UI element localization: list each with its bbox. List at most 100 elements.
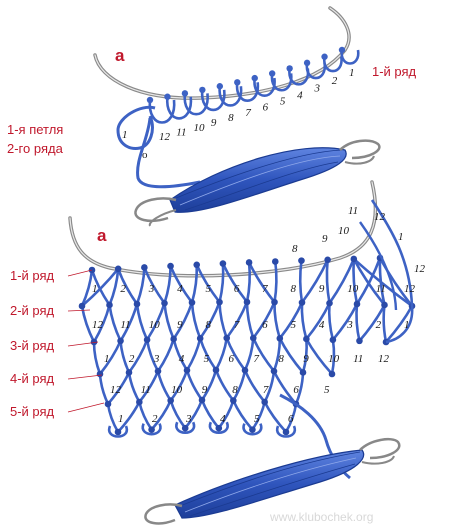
mesh-cell-number: 6 <box>262 319 268 331</box>
mesh-cell-number: 7 <box>253 353 259 365</box>
mesh-knot <box>148 426 155 433</box>
mesh-knot <box>219 260 227 267</box>
mesh-knot <box>193 261 201 269</box>
top-label-a: а <box>115 46 125 65</box>
mesh-cell-number: 2 <box>129 353 135 365</box>
mesh-strand <box>327 303 335 341</box>
mesh-cell-number: 1 <box>404 319 410 331</box>
mesh-cell-number: 8 <box>205 319 211 331</box>
mesh-knot <box>353 300 361 308</box>
mesh-strand <box>263 401 287 433</box>
top-loop-number: 2 <box>332 75 338 87</box>
mesh-knot <box>249 334 257 342</box>
mesh-strand <box>190 302 202 339</box>
row-label-5: 5-й ряд <box>10 404 55 419</box>
mesh-knot <box>167 397 174 404</box>
mesh-strand <box>278 302 304 340</box>
mesh-cell-number: 7 <box>262 283 268 295</box>
mesh-knot <box>298 299 306 306</box>
top-loop-number: 1 <box>349 67 355 79</box>
mesh-knot <box>161 299 168 307</box>
top-loop <box>218 86 243 107</box>
top-loop-knot <box>164 93 171 100</box>
mesh-strand <box>245 262 252 303</box>
mesh-knot <box>117 337 124 345</box>
top-loop <box>166 96 193 120</box>
mesh-knot <box>198 396 206 404</box>
mesh-knot <box>141 264 148 271</box>
mesh-knot <box>241 367 249 374</box>
mesh-strand <box>156 370 172 402</box>
top-marker-1: 1 <box>122 129 128 141</box>
mesh-strand <box>218 302 228 339</box>
top-working-thread <box>136 117 201 189</box>
row-label-4: 4-й ряд <box>10 371 55 386</box>
mesh-strand <box>352 258 386 306</box>
mesh-strand <box>98 373 110 405</box>
mesh-cell-number: 10 <box>328 353 340 365</box>
mesh-cell-number: 10 <box>347 283 359 295</box>
mesh-cell-number: 2 <box>376 319 382 331</box>
mesh-edge-number: 12 <box>414 263 426 275</box>
mesh-bottom-loop <box>175 421 196 434</box>
mesh-cell-number: 8 <box>291 283 297 295</box>
mesh-cell-number: 6 <box>293 384 299 396</box>
mesh-knot <box>181 424 189 432</box>
mesh-edge-number: 9 <box>322 233 328 245</box>
mesh-cell-number: 2 <box>152 413 158 425</box>
mesh-cell-number: 4 <box>177 283 183 295</box>
top-loop-number: 4 <box>297 89 303 101</box>
mesh-edge-number: 11 <box>348 205 358 217</box>
mesh-edge-strand <box>359 221 398 311</box>
top-loop <box>183 93 209 116</box>
mesh-strand <box>138 401 153 431</box>
mesh-knot <box>133 300 141 308</box>
mesh-cell-number: 2 <box>120 283 126 295</box>
mesh-strand <box>273 302 282 339</box>
mesh-strand <box>352 258 359 305</box>
mesh-knot <box>299 369 307 376</box>
mesh-strand <box>214 369 235 402</box>
mesh-cell-number: 3 <box>153 353 160 365</box>
mesh-knot <box>143 336 151 344</box>
mesh-edge-number: 10 <box>338 225 350 237</box>
mesh-cell-number: 11 <box>141 384 151 396</box>
mesh-strand <box>300 302 308 340</box>
top-loop <box>305 62 326 80</box>
mesh-knot <box>114 265 122 273</box>
mesh-strand <box>245 301 255 339</box>
mesh-knot <box>212 366 220 374</box>
mesh-knot <box>381 301 388 309</box>
mesh-strand <box>243 369 266 403</box>
mesh-cell-number: 6 <box>229 353 235 365</box>
mesh-strand <box>385 305 414 343</box>
mesh-knot <box>106 301 113 309</box>
top-loop-knot <box>268 70 276 77</box>
mesh-cell-number: 12 <box>92 319 104 331</box>
top-label-loop-line1: 1-я петля <box>7 122 63 137</box>
top-loop-knot <box>286 65 293 72</box>
mesh-knot <box>96 370 104 378</box>
mesh-strand <box>328 258 356 304</box>
top-loop-knot <box>321 53 328 60</box>
mesh-knot <box>271 258 279 265</box>
mesh-knot <box>230 397 237 404</box>
mesh-cell-number: 12 <box>378 353 390 365</box>
mesh-cell-number: 3 <box>148 283 155 295</box>
top-loop <box>340 49 360 65</box>
mesh-cell-number: 3 <box>346 319 353 331</box>
top-loop-number: 6 <box>263 101 269 113</box>
mesh-strand <box>298 260 304 303</box>
mesh-strand <box>218 263 225 303</box>
top-loop-knot <box>199 86 206 94</box>
top-loop-knot <box>338 46 346 54</box>
mesh-cell-number: 12 <box>110 384 122 396</box>
mesh-strand <box>273 261 278 303</box>
mesh-cell-number: 7 <box>263 384 269 396</box>
top-label-loop-line2: 2-го ряда <box>7 141 64 156</box>
mesh-strand <box>358 304 386 342</box>
top-loop-number: 12 <box>159 131 171 143</box>
mesh-cell-number: 12 <box>404 283 416 295</box>
